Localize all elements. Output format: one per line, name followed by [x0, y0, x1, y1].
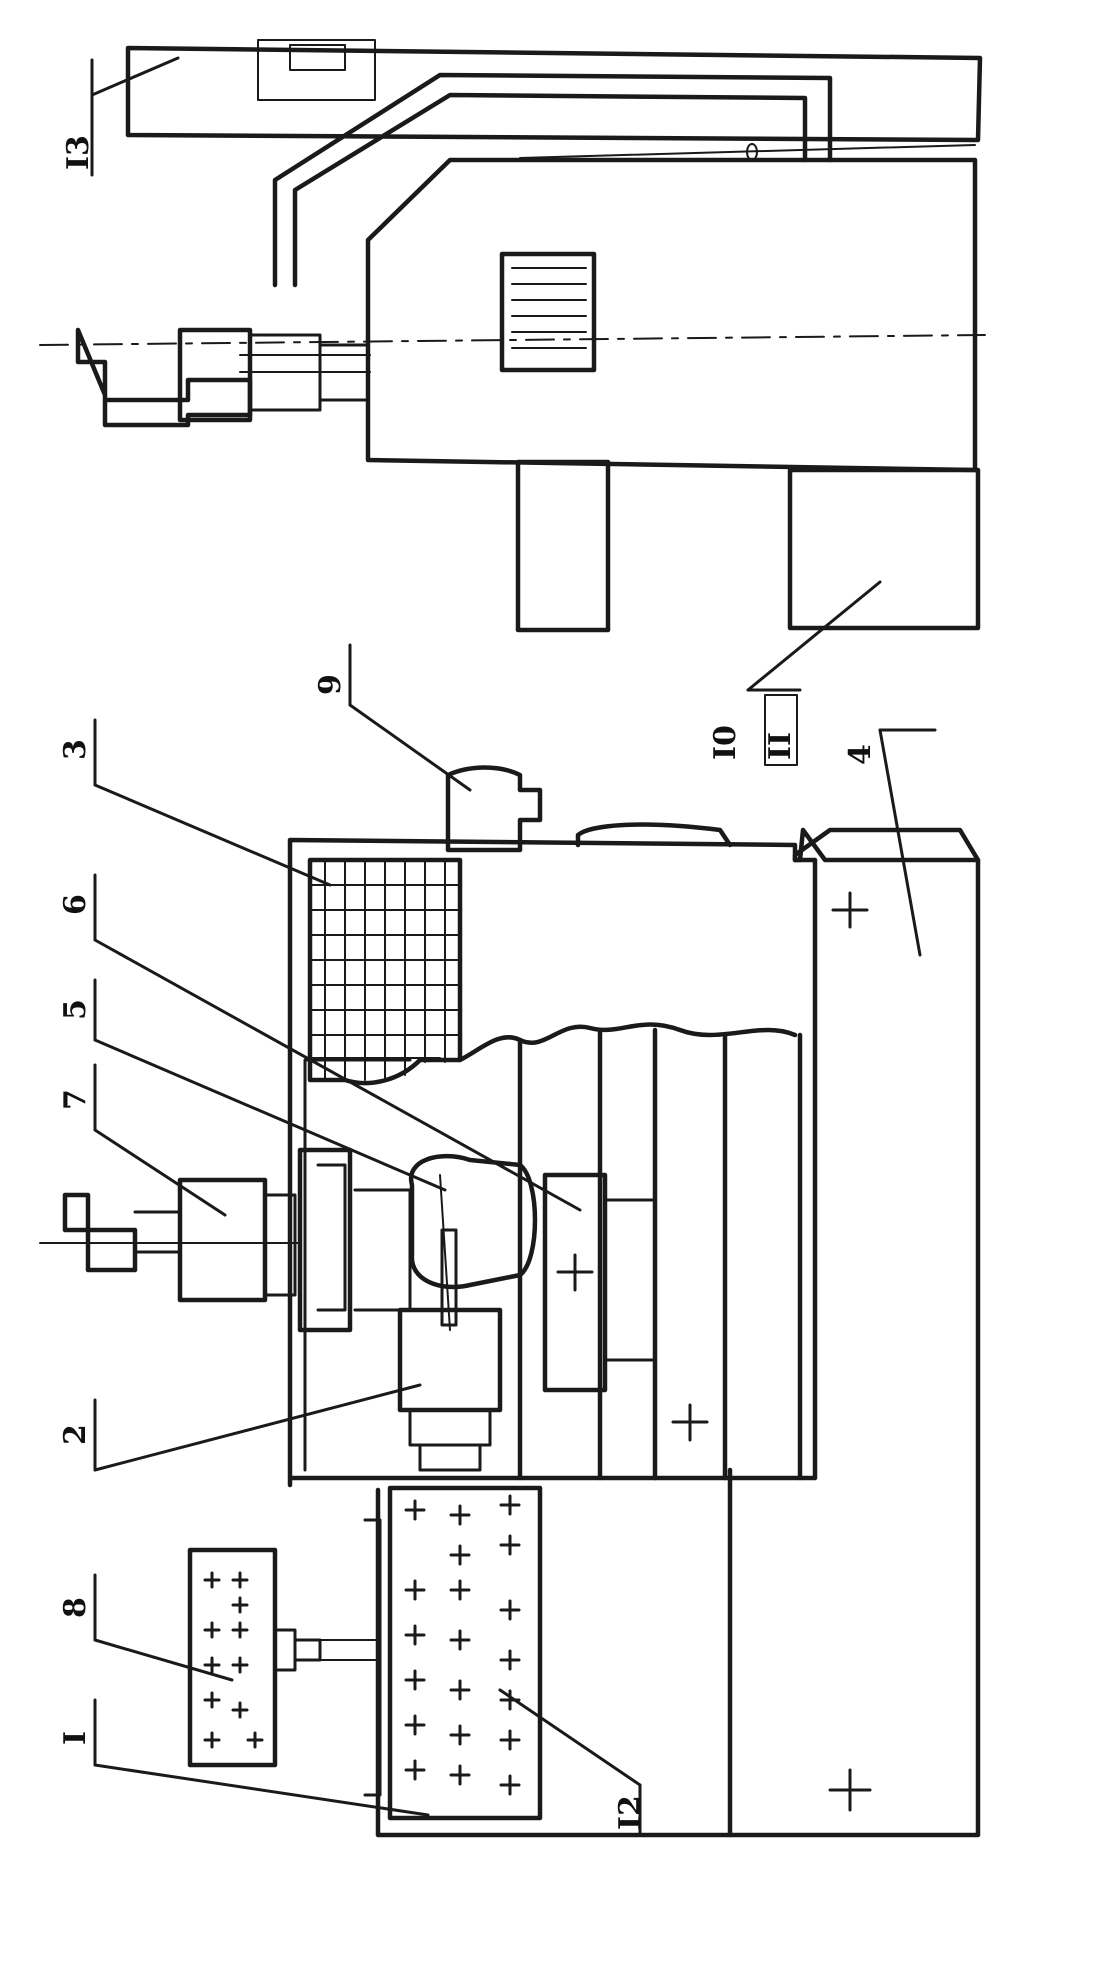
- lower-unit: [39, 643, 981, 1838]
- cabinet-13-window: [289, 44, 346, 71]
- carriage: [297, 1147, 353, 1333]
- vent-grille: [499, 251, 597, 373]
- leader-10: [746, 580, 882, 692]
- upper-body: [365, 157, 978, 473]
- carriage-column: [316, 1163, 347, 1312]
- pipe-outer: [272, 72, 833, 288]
- label-7: 7: [58, 1089, 93, 1110]
- control-box-8-arm: [273, 1628, 297, 1672]
- motor-7-coupling: [263, 1193, 297, 1297]
- gear-unit-2: [397, 1307, 503, 1413]
- label-10-11-box: [764, 694, 798, 766]
- head-5: [408, 1154, 538, 1290]
- cabinet-13: [125, 45, 983, 143]
- upper-body-top: [519, 144, 976, 159]
- hopper-12-lip: [363, 1518, 382, 1797]
- motor-7-head: [62, 1192, 138, 1273]
- part-labels: I3 9 I0 II 3 4 6 5 7 2 8 I I2: [58, 135, 878, 1830]
- upper-unit: [39, 39, 986, 766]
- label-13: I3: [61, 135, 96, 170]
- housing: [287, 837, 818, 1488]
- upper-centerline: [39, 334, 986, 346]
- head-5-axis: [439, 1174, 451, 1331]
- label-6: 6: [58, 894, 93, 915]
- upper-spindle-body: [177, 327, 253, 423]
- pipe-inner: [292, 92, 808, 288]
- label-1: I: [58, 1731, 93, 1745]
- leader-13: [90, 56, 180, 97]
- upper-leg-a: [515, 459, 611, 633]
- assembly-crosses: [556, 891, 872, 1812]
- bed: [375, 827, 981, 1838]
- vent-grille-slats: [511, 267, 587, 349]
- motor-7: [177, 1177, 268, 1303]
- label-12: I2: [613, 1795, 648, 1830]
- motor-cap: [418, 1443, 482, 1472]
- label-3: 3: [58, 739, 93, 760]
- label-4: 4: [843, 744, 878, 765]
- carriage-column-b: [353, 1188, 412, 1312]
- head-5-shaft: [440, 1228, 458, 1327]
- control-box-crosses: [203, 1571, 264, 1749]
- inner-rails: [517, 1027, 803, 1481]
- upper-leg-b: [787, 467, 981, 631]
- hopper-crosses: [404, 1494, 521, 1796]
- control-box-8-post: [293, 1638, 322, 1662]
- label-10: I0: [708, 725, 743, 760]
- table-6: [542, 1172, 608, 1393]
- cabinet-13-inner: [257, 39, 376, 101]
- control-box-8: [187, 1547, 278, 1768]
- label-11: II: [763, 732, 798, 760]
- label-9: 9: [313, 674, 348, 695]
- cutaway-edge: [457, 1022, 798, 1063]
- side-panel: [575, 822, 733, 848]
- hopper-12: [387, 1485, 543, 1821]
- label-2: 2: [58, 1424, 93, 1445]
- label-8: 8: [58, 1597, 93, 1618]
- feed-drive-9: [445, 765, 543, 853]
- leader-lines: [93, 643, 937, 1837]
- gear-unit-2-flange: [408, 1408, 492, 1447]
- label-5: 5: [58, 999, 93, 1020]
- mesh-guard-3: [307, 857, 463, 1086]
- housing-inner: [303, 1058, 412, 1472]
